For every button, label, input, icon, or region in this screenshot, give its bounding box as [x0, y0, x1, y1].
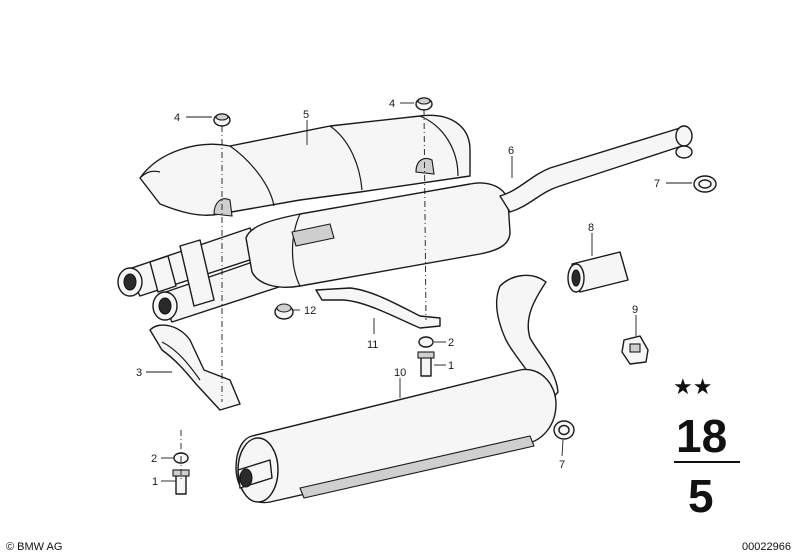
clamp[interactable]	[621, 335, 649, 365]
gasket-ring-top-hole	[698, 179, 712, 189]
tail-pipe[interactable]	[567, 251, 629, 293]
leader-7b	[561, 439, 564, 457]
callout-10: 10	[394, 367, 406, 379]
mounting-bracket[interactable]	[149, 324, 241, 411]
front-silencer[interactable]	[245, 182, 511, 288]
callout-7-top: 7	[654, 178, 660, 190]
heat-shield[interactable]	[139, 114, 471, 217]
group-stars: ★★	[673, 375, 712, 400]
group-number-top: 18	[676, 410, 727, 462]
callout-2-right: 2	[448, 337, 454, 349]
rear-silencer[interactable]	[235, 274, 559, 504]
centerline-right	[423, 109, 427, 321]
nut-4-left[interactable]	[213, 113, 231, 127]
callout-8: 8	[588, 222, 594, 234]
callout-11: 11	[367, 339, 378, 351]
callout-6: 6	[508, 145, 514, 157]
bolt-right[interactable]	[417, 351, 435, 377]
copyright-notice: © BMW AG	[6, 541, 63, 553]
callout-1-left: 1	[152, 476, 158, 488]
callout-5: 5	[303, 109, 309, 121]
hanger-strap[interactable]	[315, 287, 441, 329]
front-pipe-assembly[interactable]	[117, 227, 283, 323]
callout-7-bottom: 7	[559, 459, 565, 471]
callout-12: 12	[304, 305, 316, 317]
callout-4-left: 4	[174, 112, 180, 124]
callout-9: 9	[632, 304, 638, 316]
intermediate-pipe[interactable]	[499, 125, 693, 213]
callout-2-left: 2	[151, 453, 157, 465]
nut-4-right[interactable]	[415, 97, 433, 111]
callout-3: 3	[136, 367, 142, 379]
nut-12[interactable]	[274, 303, 294, 320]
group-number-bottom: 5	[688, 470, 714, 522]
washer-right[interactable]	[418, 336, 434, 348]
callout-4-right: 4	[389, 98, 395, 110]
gasket-ring-bottom-hole	[558, 424, 570, 436]
callout-1-right: 1	[448, 360, 454, 372]
document-number: 00022966	[742, 541, 791, 553]
